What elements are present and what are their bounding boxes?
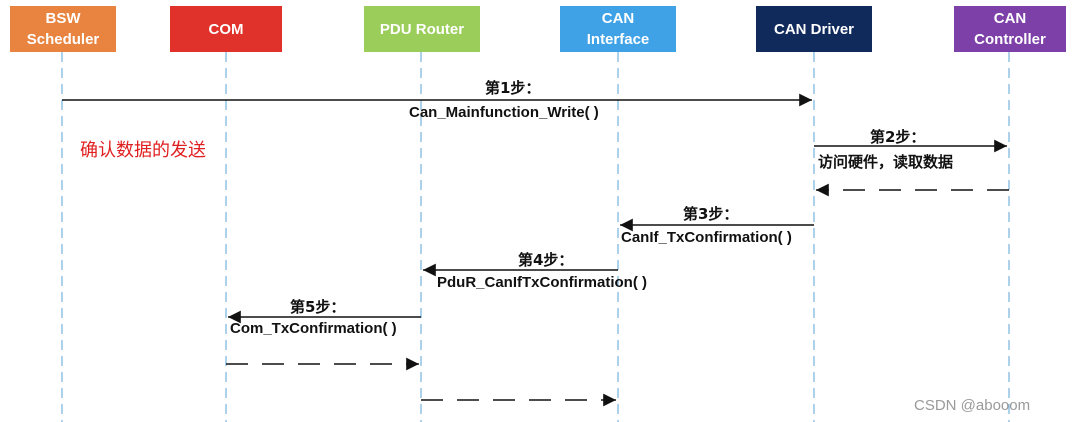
- participant-label: BSW Scheduler: [26, 10, 100, 48]
- participant-can-controller: CAN Controller: [954, 6, 1066, 52]
- watermark: CSDN @abooom: [914, 397, 1031, 414]
- participant-can-driver: CAN Driver: [756, 6, 872, 52]
- participant-label: CAN Driver: [773, 20, 855, 38]
- step-2-label: 第2步：: [870, 128, 926, 146]
- step-1-call: Can_Mainfunction_Write( ): [409, 104, 599, 121]
- step-2-call: 访问硬件，读取数据: [818, 153, 954, 171]
- step-3-call: CanIf_TxConfirmation( ): [621, 229, 792, 246]
- step-1-label: 第1步：: [485, 79, 541, 97]
- participant-label: CAN Controller: [974, 10, 1046, 48]
- step-4-label: 第4步：: [518, 251, 574, 269]
- participant-com: COM: [170, 6, 282, 52]
- note-confirm-transmission: 确认数据的发送: [80, 140, 206, 161]
- step-3-label: 第3步：: [683, 205, 739, 223]
- step-4-call: PduR_CanIfTxConfirmation( ): [437, 274, 647, 291]
- participant-label: PDU Router: [379, 20, 465, 38]
- participant-can-interface: CAN Interface: [560, 6, 676, 52]
- step-5-call: Com_TxConfirmation( ): [230, 320, 397, 337]
- participant-bsw-scheduler: BSW Scheduler: [10, 6, 116, 52]
- participant-pdu-router: PDU Router: [364, 6, 480, 52]
- step-5-label: 第5步：: [290, 298, 346, 316]
- participant-label: COM: [208, 20, 244, 38]
- participant-label: CAN Interface: [586, 10, 650, 48]
